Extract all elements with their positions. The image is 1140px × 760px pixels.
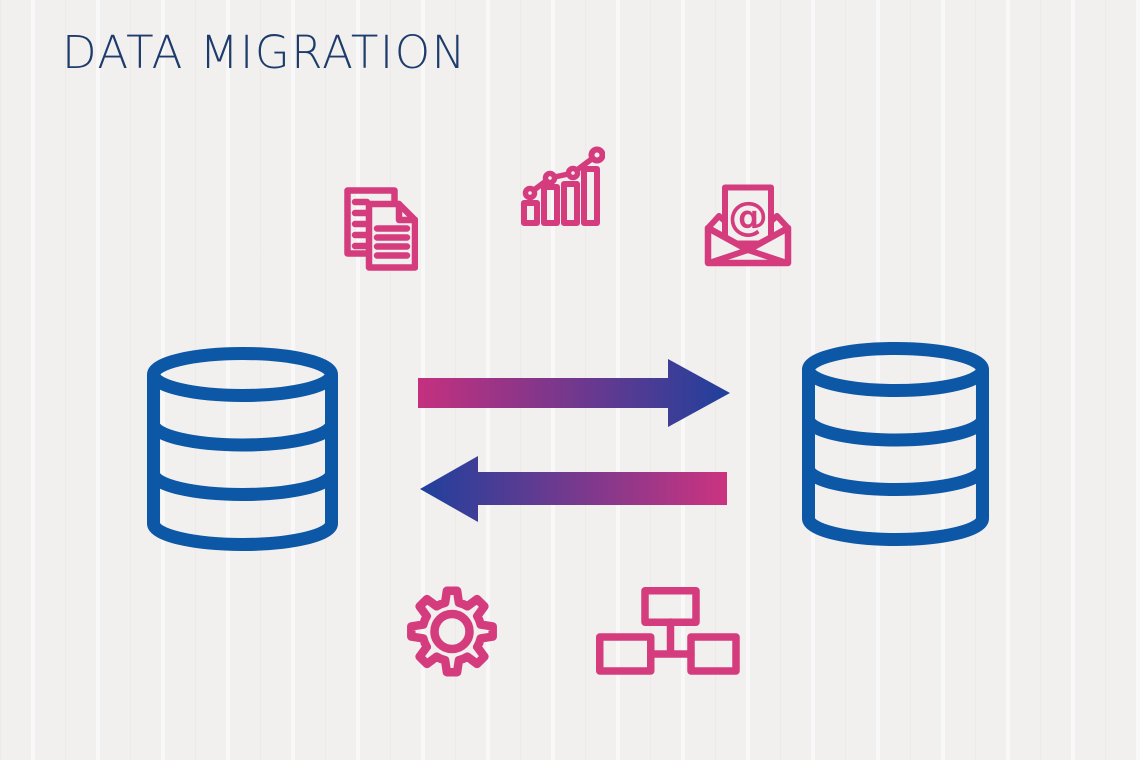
target-database-icon [802,342,989,546]
source-database-icon [147,347,338,551]
email-icon: @ [704,184,792,267]
network-icon [596,587,740,675]
transfer-arrow-right [418,359,730,427]
documents-icon [344,187,418,271]
at-symbol-glyph: @ [728,194,768,240]
transfer-arrow-left [420,456,727,522]
bar-chart-icon [521,146,605,226]
page-title: DATA MIGRATION [62,26,467,79]
gear-icon [407,586,497,677]
